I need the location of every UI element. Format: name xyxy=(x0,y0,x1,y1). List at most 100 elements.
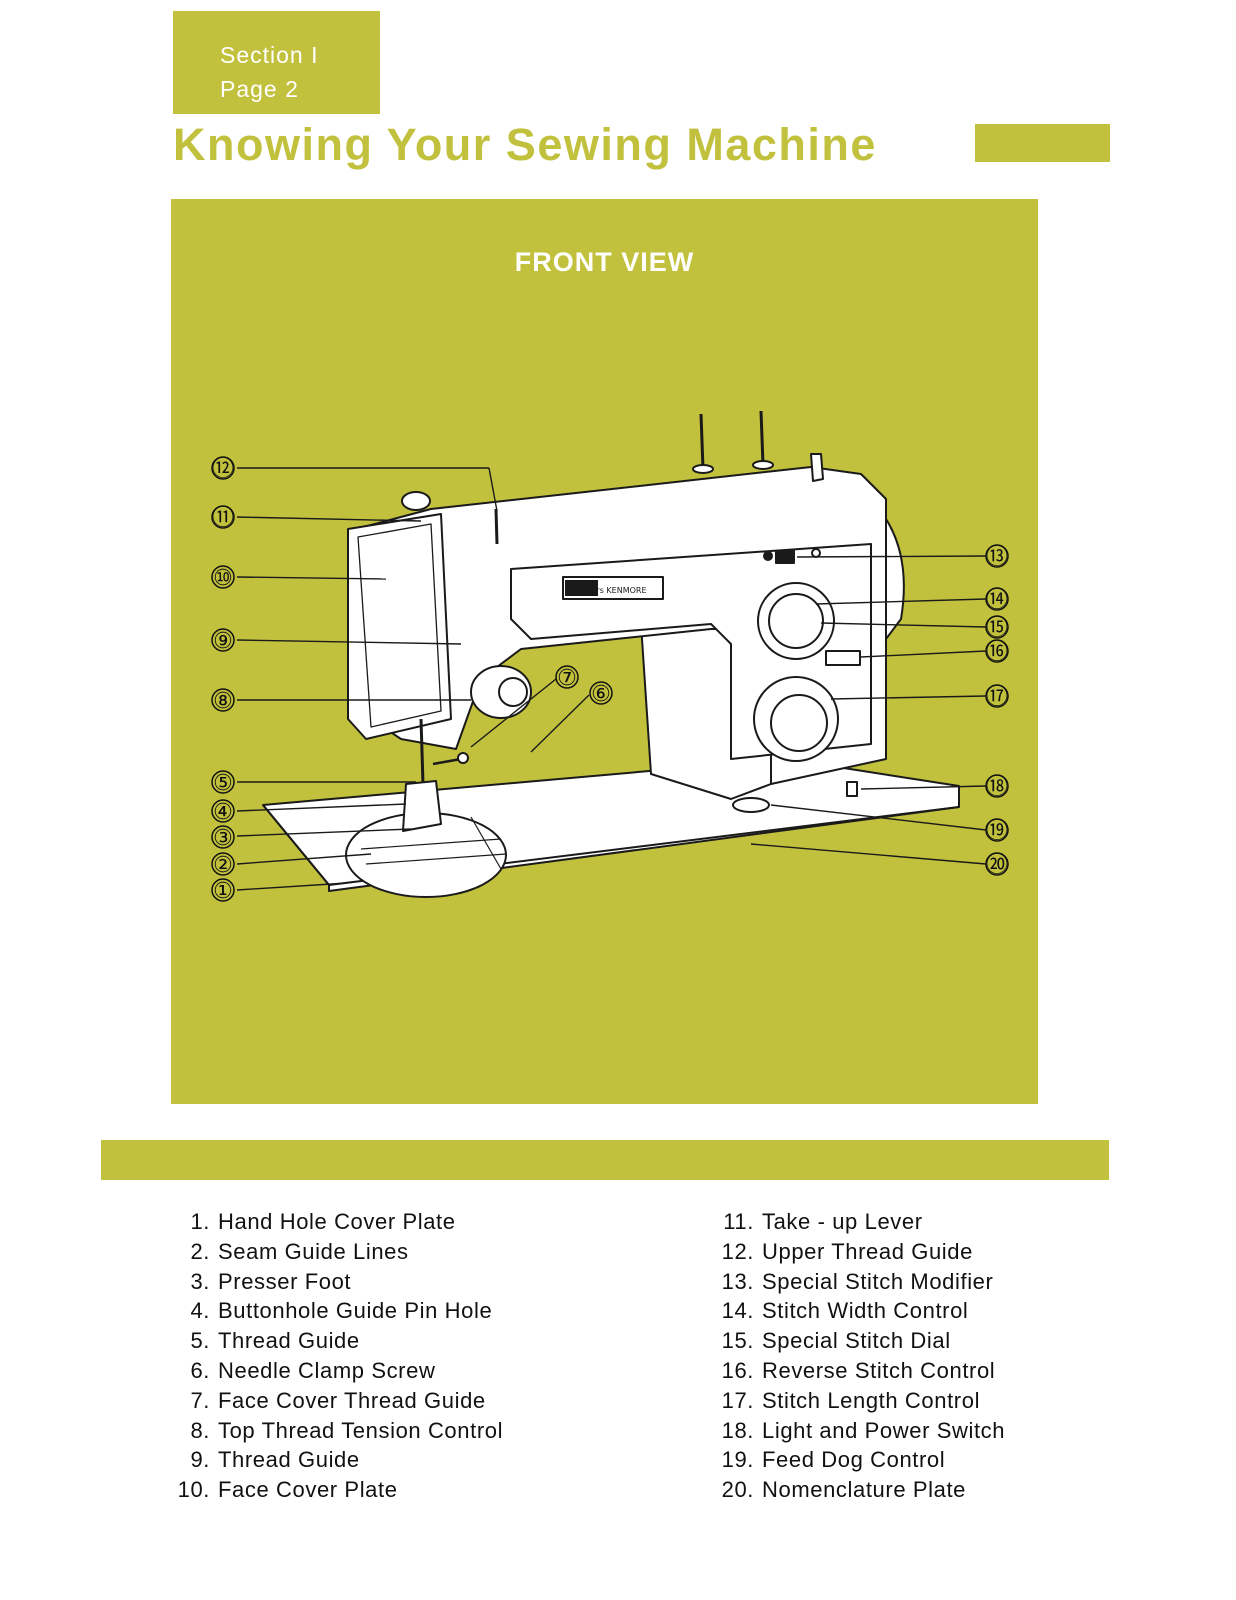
item-label: Hand Hole Cover Plate xyxy=(218,1209,456,1234)
item-label: Thread Guide xyxy=(218,1447,360,1473)
parts-list-left: 1.Hand Hole Cover Plate 2.Seam Guide Lin… xyxy=(170,1207,503,1505)
item-number: 13. xyxy=(721,1268,754,1294)
list-item: 7.Face Cover Thread Guide xyxy=(170,1386,503,1416)
callout-5: ⑤ xyxy=(213,771,233,796)
item-number: 12. xyxy=(721,1238,754,1264)
list-item: 20.Nomenclature Plate xyxy=(710,1475,1005,1505)
item-label: Special Stitch Modifier xyxy=(762,1268,994,1294)
section-tab: Section I Page 2 xyxy=(173,11,380,114)
callout-12: ⑫ xyxy=(212,457,234,482)
item-number: 11. xyxy=(723,1209,754,1234)
list-item: 5.Thread Guide xyxy=(170,1326,503,1356)
title-accent-bar xyxy=(975,124,1110,162)
callout-6: ⑥ xyxy=(591,682,611,707)
callout-3: ③ xyxy=(213,826,233,851)
callout-18: ⑱ xyxy=(986,775,1008,800)
face-cover-plate xyxy=(347,513,452,740)
callout-13-marker xyxy=(985,544,1009,568)
callout-8: ⑧ xyxy=(213,689,233,714)
list-item: 1.Hand Hole Cover Plate xyxy=(170,1207,503,1237)
page-label: Page 2 xyxy=(220,76,299,102)
page-title: Knowing Your Sewing Machine xyxy=(173,119,877,170)
callout-15-marker xyxy=(985,615,1009,639)
callout-14: ⑭ xyxy=(986,588,1008,613)
item-label: Reverse Stitch Control xyxy=(762,1357,996,1383)
callout-19-marker xyxy=(985,818,1009,842)
list-item: 4. Buttonhole Guide Pin Hole xyxy=(170,1296,503,1326)
list-item: 19.Feed Dog Control xyxy=(710,1445,1005,1475)
item-number: 10. xyxy=(177,1477,210,1503)
item-label: Stitch Length Control xyxy=(762,1387,981,1413)
item-label: Upper Thread Guide xyxy=(762,1238,973,1264)
callout-6-marker xyxy=(589,681,613,705)
callout-19: ⑲ xyxy=(986,819,1008,844)
callout-20-marker xyxy=(985,852,1009,876)
list-item: 16. Reverse Stitch Control xyxy=(710,1356,1005,1386)
callout-1: ① xyxy=(213,879,233,904)
callout-7: ⑦ xyxy=(557,666,577,691)
callout-12-marker xyxy=(211,456,235,480)
light-power-switch xyxy=(846,781,858,797)
callout-17: ⑰ xyxy=(986,685,1008,710)
reverse-stitch-control xyxy=(825,650,861,666)
item-label: Stitch Width Control xyxy=(762,1298,969,1324)
item-number: 4. xyxy=(190,1298,210,1324)
item-label: Presser Foot xyxy=(218,1268,352,1294)
list-item: 12. Upper Thread Guide xyxy=(710,1237,1005,1267)
callout-17-marker xyxy=(985,684,1009,708)
presser-foot xyxy=(402,780,442,832)
list-item: 11. Take - up Lever xyxy=(710,1207,1005,1237)
callout-4: ④ xyxy=(213,800,233,825)
callout-14-marker xyxy=(985,587,1009,611)
item-label: Top Thread Tension Control xyxy=(218,1417,504,1443)
item-label: Light and Power Switch xyxy=(762,1417,1006,1443)
list-item: 9.Thread Guide xyxy=(170,1445,503,1475)
item-number: 17. xyxy=(721,1387,754,1413)
callout-10: ⑩ xyxy=(213,566,233,591)
sewing-machine-diagram: ⑫ ⑪ ⑩ ⑨ ⑧ ⑦ ⑥ ⑤ ④ ③ ② ① ⑬ ⑭ xyxy=(211,410,1009,904)
item-label: Nomenclature Plate xyxy=(762,1477,967,1503)
callout-15: ⑮ xyxy=(986,616,1008,641)
diagram-panel: FRONT VIEW xyxy=(171,199,1038,1104)
item-number: 6. xyxy=(190,1357,210,1383)
parts-list-right: 11. Take - up Lever 12. Upper Thread Guide… xyxy=(710,1207,1005,1505)
list-item: 18. Light and Power Switch xyxy=(710,1416,1005,1446)
item-label: Face Cover Thread Guide xyxy=(218,1387,486,1413)
hand-wheel xyxy=(885,518,905,640)
callout-5-marker xyxy=(211,770,235,794)
callout-7-marker xyxy=(555,665,579,689)
item-number: 15. xyxy=(721,1328,754,1354)
list-item: 17. Stitch Length Control xyxy=(710,1386,1005,1416)
list-item: 13. Special Stitch Modifier xyxy=(710,1267,1005,1297)
callout-16: ⑯ xyxy=(986,640,1008,665)
list-item: 14.Stitch Width Control xyxy=(710,1296,1005,1326)
item-number: 8. xyxy=(190,1417,210,1443)
callout-13: ⑬ xyxy=(986,545,1008,570)
callout-1-marker xyxy=(211,878,235,902)
special-stitch-modifier xyxy=(775,550,795,564)
callout-20: ⑳ xyxy=(986,853,1008,878)
item-label: Take - up Lever xyxy=(762,1209,923,1234)
callout-9-marker xyxy=(211,628,235,652)
view-title: FRONT VIEW xyxy=(514,247,695,277)
callout-8-marker xyxy=(211,688,235,712)
list-item: 10. Face Cover Plate xyxy=(170,1475,503,1505)
list-item: 8. Top Thread Tension Control xyxy=(170,1416,503,1446)
item-number: 19. xyxy=(721,1447,754,1473)
item-label: Face Cover Plate xyxy=(218,1477,398,1503)
item-number: 18. xyxy=(721,1417,754,1443)
section-label: Section I xyxy=(220,42,319,68)
callout-16-marker xyxy=(985,639,1009,663)
callout-4-marker xyxy=(211,799,235,823)
item-label: Buttonhole Guide Pin Hole xyxy=(218,1298,493,1324)
callout-2-marker xyxy=(211,852,235,876)
list-item: 15. Special Stitch Dial xyxy=(710,1326,1005,1356)
feed-dog-control xyxy=(732,797,770,813)
list-item: 6.Needle Clamp Screw xyxy=(170,1356,503,1386)
item-label: Special Stitch Dial xyxy=(762,1328,951,1354)
callouts: ⑫ ⑪ ⑩ ⑨ ⑧ ⑦ ⑥ ⑤ ④ ③ ② ① ⑬ ⑭ xyxy=(211,456,1009,904)
callout-10-marker xyxy=(211,565,235,589)
callout-3-marker xyxy=(211,825,235,849)
item-number: 3. xyxy=(190,1268,210,1294)
item-number: 16. xyxy=(721,1357,754,1383)
